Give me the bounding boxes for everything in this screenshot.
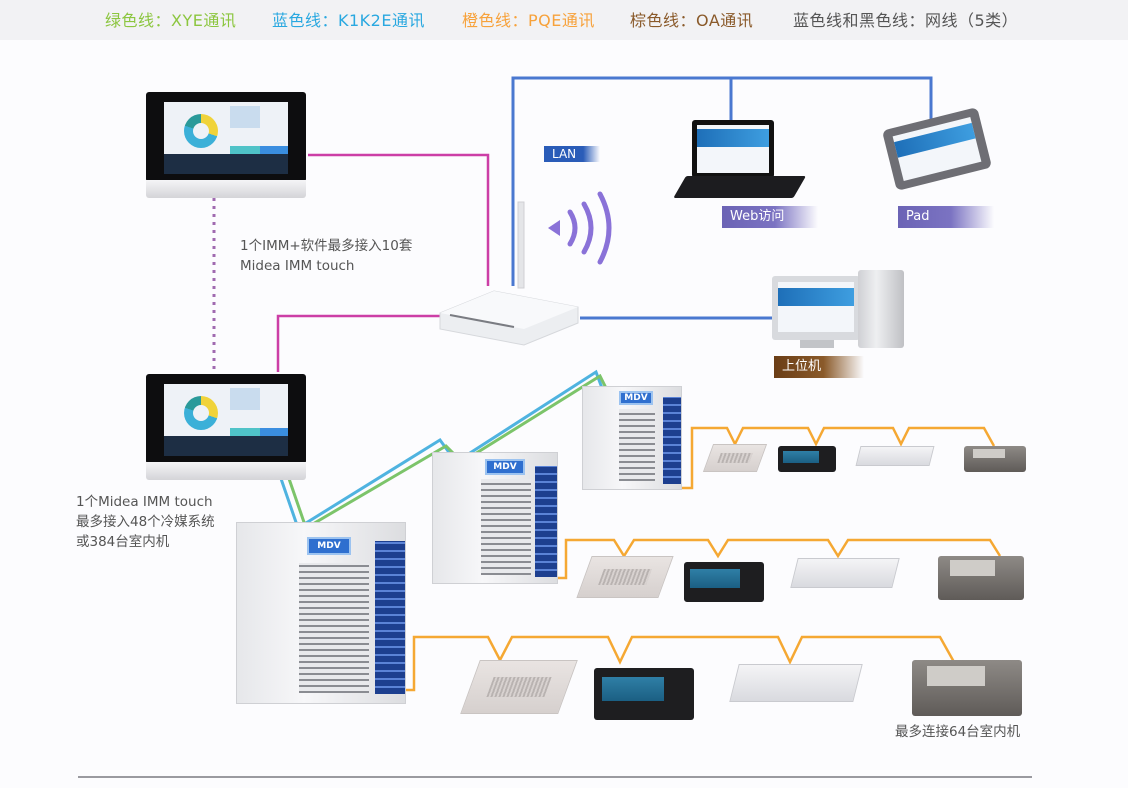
- indoor-unit-ceiling: [729, 664, 863, 702]
- panel-wire-top: [308, 153, 490, 286]
- donut-chart-icon: [184, 114, 218, 148]
- legend-xye: 绿色线：XYE通讯: [105, 11, 237, 30]
- pqe-wire-row1: [680, 426, 996, 490]
- caption-imm-touch: 1个Midea IMM touch 最多接入48个冷媒系统 或384台室内机: [76, 494, 215, 550]
- outdoor-unit-medium: MDV: [432, 452, 558, 584]
- indoor-unit-cassette: [576, 556, 674, 598]
- indoor-unit-duct-black: [778, 446, 836, 472]
- web-access-tag: Web访问: [722, 206, 818, 228]
- pqe-wire-row2: [556, 538, 1002, 580]
- laptop-icon: [692, 120, 774, 178]
- lan-wire-router-top: [511, 76, 933, 286]
- legend-network-cable: 蓝色线和黑色线：网线（5类）: [793, 11, 1019, 30]
- indoor-unit-duct-grey: [938, 556, 1024, 600]
- k1k2e-wire: [276, 369, 604, 531]
- indoor-unit-duct-grey: [964, 446, 1026, 472]
- monitor-icon: [772, 276, 860, 340]
- router-icon: [439, 290, 579, 346]
- pad-tag: Pad: [898, 206, 994, 228]
- lan-tag: LAN: [544, 146, 600, 162]
- pqe-wire-row3: [404, 635, 956, 692]
- panel-wire-bottom: [276, 314, 440, 372]
- outdoor-unit-large: MDV: [236, 522, 406, 704]
- laptop-keyboard: [673, 176, 806, 198]
- legend-oa: 棕色线：OA通讯: [630, 11, 754, 30]
- legend-k1k2e: 蓝色线：K1K2E通讯: [272, 11, 425, 30]
- indoor-unit-cassette: [460, 660, 578, 714]
- caption-imm-plus: 1个IMM+软件最多接入10套 Midea IMM touch: [240, 238, 413, 274]
- panel-screen: [164, 102, 288, 174]
- panel-screen: [164, 384, 288, 456]
- donut-chart-icon: [184, 396, 218, 430]
- indoor-unit-cassette: [702, 444, 768, 472]
- indoor-unit-duct-black: [684, 562, 764, 602]
- legend-bar: [0, 0, 1128, 40]
- pc-tower-icon: [858, 270, 904, 348]
- wifi-signal-icon: [548, 220, 560, 236]
- outdoor-unit-small: MDV: [582, 386, 682, 490]
- divider: [78, 776, 1032, 778]
- indoor-unit-ceiling: [790, 558, 900, 588]
- indoor-unit-duct-black: [594, 668, 694, 720]
- host-pc-tag: 上位机: [774, 356, 864, 378]
- indoor-unit-ceiling: [855, 446, 935, 466]
- legend-pqe: 橙色线：PQE通讯: [462, 11, 595, 30]
- touch-panel-top: [146, 92, 306, 198]
- indoor-unit-duct-grey: [912, 660, 1022, 716]
- touch-panel-bottom: [146, 374, 306, 480]
- router-antenna: [517, 201, 525, 289]
- caption-idu-limit: 最多连接64台室内机: [895, 724, 1021, 740]
